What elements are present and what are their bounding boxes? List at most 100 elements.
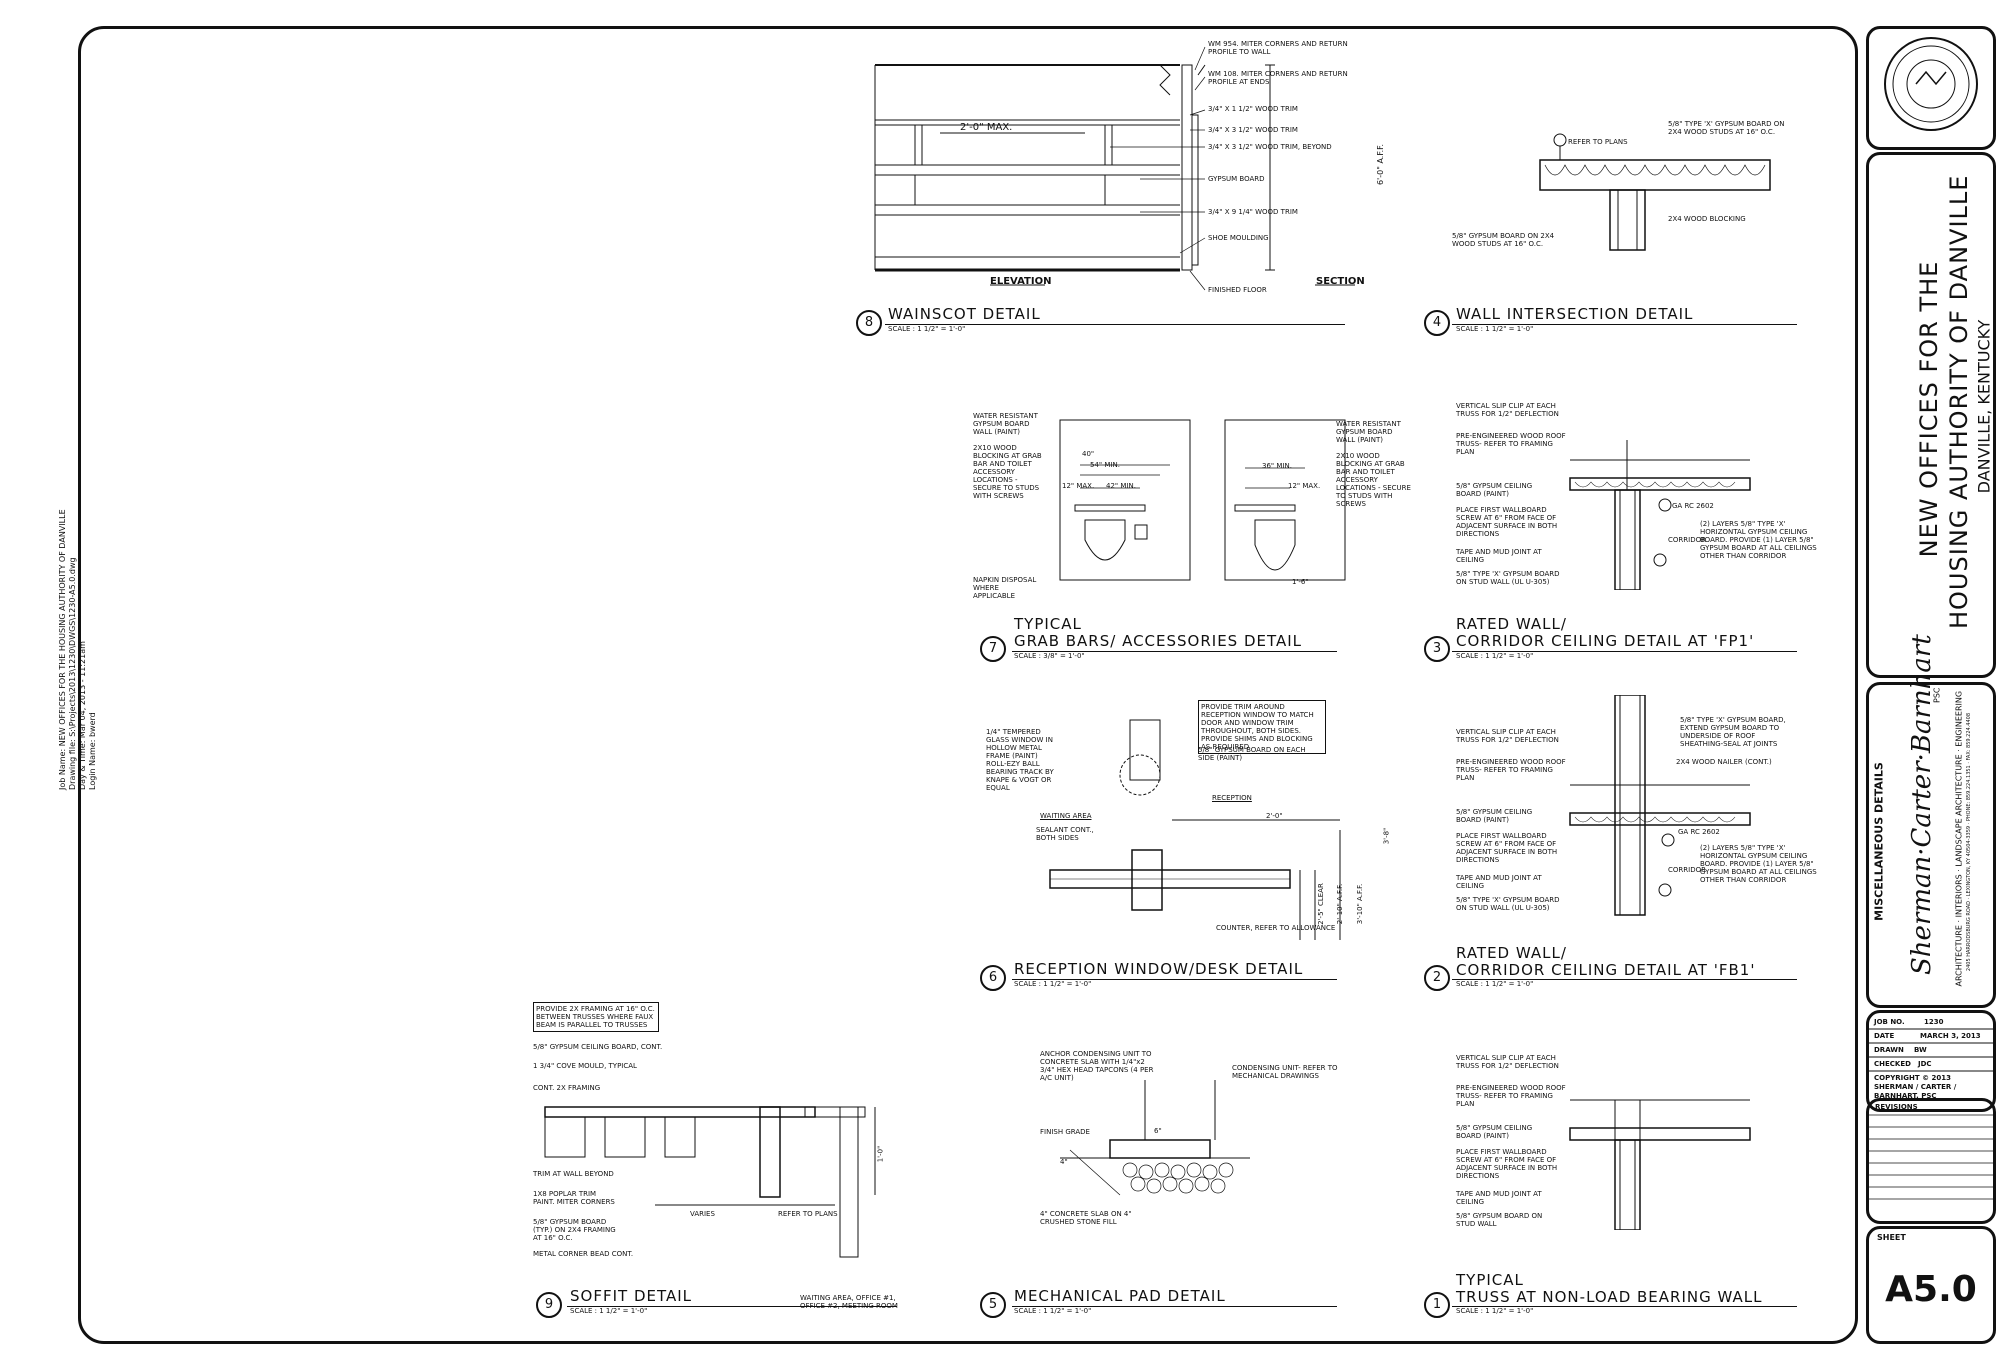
detail-scale: SCALE : 1 1/2" = 1'-0" xyxy=(1456,980,1534,988)
detail-number: 2 xyxy=(1424,965,1450,991)
dimension: 2'-0" xyxy=(1266,812,1283,820)
drawing-title: MISCELLANEOUS DETAILS xyxy=(1872,762,1886,921)
note: PLACE FIRST WALLBOARD SCREW AT 6" FROM F… xyxy=(1456,506,1558,538)
detail-title-line1: TYPICAL xyxy=(1456,1271,1524,1289)
dimension: 36" MIN. xyxy=(1262,462,1292,470)
note: REFER TO PLANS xyxy=(1568,138,1628,146)
detail-number: 8 xyxy=(856,310,882,336)
mechanical-pad-drawing xyxy=(1060,1080,1250,1196)
firm-address: 2405 HARRODSBURG ROAD · LEXINGTON, KY 40… xyxy=(1966,712,1972,972)
copyright-line: COPYRIGHT © 2013 xyxy=(1874,1074,1952,1082)
note: 5/8" GYPSUM CEILING BOARD (PAINT) xyxy=(1456,1124,1533,1140)
firm-disciplines: ARCHITECTURE · INTERIORS · LANDSCAPE ARC… xyxy=(1954,690,1964,987)
note: 2X10 WOOD BLOCKING AT GRAB BAR AND TOILE… xyxy=(973,444,1042,500)
detail-scale: SCALE : 1 1/2" = 1'-0" xyxy=(1014,980,1092,988)
note: PRE-ENGINEERED WOOD ROOF TRUSS- REFER TO… xyxy=(1456,1084,1566,1108)
note: VERTICAL SLIP CLIP AT EACH TRUSS FOR 1/2… xyxy=(1456,1054,1559,1070)
detail-number: 9 xyxy=(536,1292,562,1318)
note: WAITING AREA, OFFICE #1, OFFICE #2, MEET… xyxy=(800,1294,898,1310)
note: 1/4" TEMPERED GLASS WINDOW IN HOLLOW MET… xyxy=(986,728,1053,760)
truss-drawing xyxy=(1569,1099,1751,1230)
detail-scale: SCALE : 1 1/2" = 1'-0" xyxy=(1014,1307,1092,1315)
note: TAPE AND MUD JOINT AT CEILING xyxy=(1456,874,1542,890)
dimension: 6" xyxy=(1154,1127,1162,1135)
note: WATER RESISTANT GYPSUM BOARD WALL (PAINT… xyxy=(1336,420,1401,444)
checked-by: JDC xyxy=(1918,1060,1932,1068)
detail-scale: SCALE : 1 1/2" = 1'-0" xyxy=(570,1307,648,1315)
job-number: 1230 xyxy=(1924,1018,1944,1026)
project-panel: NEW OFFICES FOR THE HOUSING AUTHORITY OF… xyxy=(1866,152,1996,678)
dimension: 3'-10" A.F.F. xyxy=(1356,883,1365,925)
detail-number: 3 xyxy=(1424,636,1450,662)
note: 3/4" X 9 1/4" WOOD TRIM xyxy=(1208,208,1298,216)
wainscot-drawing xyxy=(874,46,1355,291)
note: PRE-ENGINEERED WOOD ROOF TRUSS- REFER TO… xyxy=(1456,758,1566,782)
boxed-note: PROVIDE TRIM AROUND RECEPTION WINDOW TO … xyxy=(1198,700,1326,754)
dimension: 4" xyxy=(1060,1158,1068,1166)
note: CORRIDOR xyxy=(1668,866,1706,874)
grab-bars-drawing xyxy=(1059,419,1346,581)
rated-wall-fp1-drawing xyxy=(1569,440,1751,590)
title-underline xyxy=(567,1306,897,1307)
note: METAL CORNER BEAD CONT. xyxy=(533,1250,634,1258)
detail-title: GRAB BARS/ ACCESSORIES DETAIL xyxy=(1014,632,1303,650)
note: GA RC 2602 xyxy=(1672,502,1714,510)
detail-number: 5 xyxy=(980,1292,1006,1318)
note: 5/8" TYPE 'X' GYPSUM BOARD ON STUD WALL … xyxy=(1456,570,1560,586)
note: PLACE FIRST WALLBOARD SCREW AT 6" FROM F… xyxy=(1456,832,1558,864)
sheet-panel: SHEET A5.0 xyxy=(1866,1226,1996,1344)
note: 3/4" X 3 1/2" WOOD TRIM xyxy=(1208,126,1298,134)
note: CORRIDOR xyxy=(1668,536,1706,544)
file-info: Job Name: NEW OFFICES FOR THE HOUSING AU… xyxy=(58,509,97,790)
wall-intersection-drawing xyxy=(1539,133,1771,251)
title-underline xyxy=(1452,1306,1797,1307)
drawn-label: DRAWN xyxy=(1874,1046,1904,1054)
dimension: 42" MIN. xyxy=(1106,482,1136,490)
detail-title-line1: TYPICAL xyxy=(1014,615,1082,633)
note: WATER RESISTANT GYPSUM BOARD WALL (PAINT… xyxy=(973,412,1038,436)
detail-title: TRUSS AT NON-LOAD BEARING WALL xyxy=(1456,1288,1763,1306)
detail-title: WAINSCOT DETAIL xyxy=(888,305,1041,323)
date-label: DATE xyxy=(1874,1032,1895,1040)
note: ROLL-EZY BALL BEARING TRACK BY KNAPE & V… xyxy=(986,760,1054,792)
note: 5/8" TYPE 'X' GYPSUM BOARD ON STUD WALL … xyxy=(1456,896,1560,912)
detail-scale: SCALE : 3/8" = 1'-0" xyxy=(1014,652,1085,660)
dimension: 3'-8" xyxy=(1382,827,1391,845)
note: CONT. 2X FRAMING xyxy=(533,1084,601,1092)
note: CONDENSING UNIT- REFER TO MECHANICAL DRA… xyxy=(1232,1064,1338,1080)
note: 5/8" GYPSUM BOARD ON STUD WALL xyxy=(1456,1212,1543,1228)
note: FINISHED FLOOR xyxy=(1208,286,1267,294)
title-underline xyxy=(1452,324,1797,325)
title-underline xyxy=(1012,1306,1337,1307)
detail-number: 7 xyxy=(980,636,1006,662)
copyright-line: BARNHART, PSC xyxy=(1874,1092,1937,1100)
note: WM 954. MITER CORNERS AND RETURN PROFILE… xyxy=(1208,40,1348,56)
firm-panel: MISCELLANEOUS DETAILS Sherman·Carter·Bar… xyxy=(1866,634,1996,1008)
copyright-line: SHERMAN / CARTER / xyxy=(1874,1083,1957,1091)
soffit-drawing xyxy=(544,1106,876,1258)
detail-title: CORRIDOR CEILING DETAIL AT 'FP1' xyxy=(1456,632,1755,650)
note: PLACE FIRST WALLBOARD SCREW AT 6" FROM F… xyxy=(1456,1148,1558,1180)
note: 5/8" GYPSUM CEILING BOARD, CONT. xyxy=(533,1043,663,1051)
note: WM 108. MITER CORNERS AND RETURN PROFILE… xyxy=(1208,70,1348,86)
sheet-label: SHEET xyxy=(1877,1233,1906,1242)
dimension: 2'-5" CLEAR xyxy=(1316,883,1325,925)
note: 3/4" X 3 1/2" WOOD TRIM, BEYOND xyxy=(1208,143,1332,151)
note: PRE-ENGINEERED WOOD ROOF TRUSS- REFER TO… xyxy=(1456,432,1566,456)
note: ANCHOR CONDENSING UNIT TO CONCRETE SLAB … xyxy=(1040,1050,1154,1082)
note: FINISH GRADE xyxy=(1040,1128,1090,1136)
note: 3/4" X 1 1/2" WOOD TRIM xyxy=(1208,105,1298,113)
detail-title: SOFFIT DETAIL xyxy=(570,1287,693,1305)
dimension: 1'-6" xyxy=(1292,578,1309,586)
detail-title-line1: RATED WALL/ xyxy=(1456,944,1567,962)
note: 5/8" GYPSUM BOARD ON 2X4 WOOD STUDS AT 1… xyxy=(1452,232,1555,248)
detail-scale: SCALE : 1 1/2" = 1'-0" xyxy=(1456,1307,1534,1315)
note: GA RC 2602 xyxy=(1678,828,1720,836)
note: 4" CONCRETE SLAB ON 4" CRUSHED STONE FIL… xyxy=(1040,1210,1132,1226)
revision-lines xyxy=(1869,1114,1993,1200)
note: TAPE AND MUD JOINT AT CEILING xyxy=(1456,1190,1542,1206)
note: 5/8" TYPE 'X' GYPSUM BOARD, EXTEND GYPSU… xyxy=(1680,716,1786,748)
dimension: 40" xyxy=(1082,450,1095,458)
detail-number: 1 xyxy=(1424,1292,1450,1318)
title-underline xyxy=(1012,979,1337,980)
